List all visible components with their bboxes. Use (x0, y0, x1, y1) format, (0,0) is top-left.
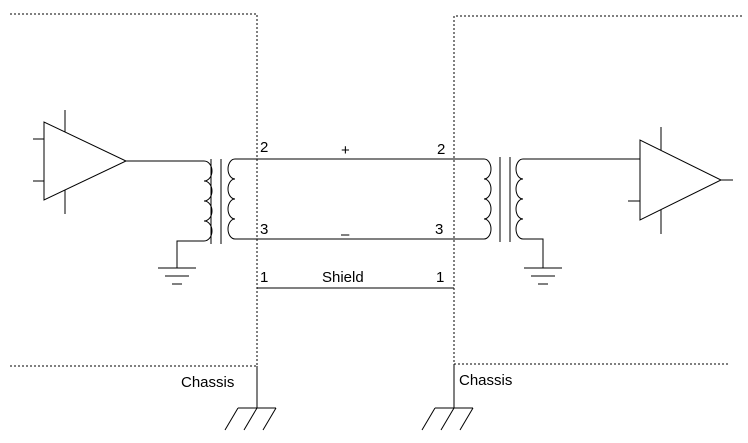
left-chassis-ground-icon (224, 366, 277, 431)
negative-sign: – (341, 226, 350, 243)
shield-label: Shield (322, 269, 364, 286)
left-pin-2-label: 2 (260, 139, 268, 156)
right-enclosure-boundary (453, 15, 743, 366)
left-pin-1-label: 1 (260, 269, 268, 286)
right-transformer-symbol (454, 157, 640, 268)
right-pin-2-label: 2 (437, 141, 445, 158)
left-transformer-symbol (176, 158, 257, 268)
positive-sign: + (341, 142, 350, 159)
right-amplifier-symbol (628, 127, 733, 234)
left-enclosure-boundary (10, 13, 258, 367)
right-chassis-ground-icon (421, 366, 474, 431)
right-pin-1-label: 1 (436, 269, 444, 286)
left-signal-ground-icon (158, 267, 196, 285)
right-pin-3-label: 3 (435, 221, 443, 238)
left-pin-3-label: 3 (260, 221, 268, 238)
right-signal-ground-icon (524, 267, 562, 285)
right-chassis-label: Chassis (459, 372, 512, 389)
left-chassis-label: Chassis (181, 374, 234, 391)
left-amplifier-symbol (33, 110, 196, 214)
